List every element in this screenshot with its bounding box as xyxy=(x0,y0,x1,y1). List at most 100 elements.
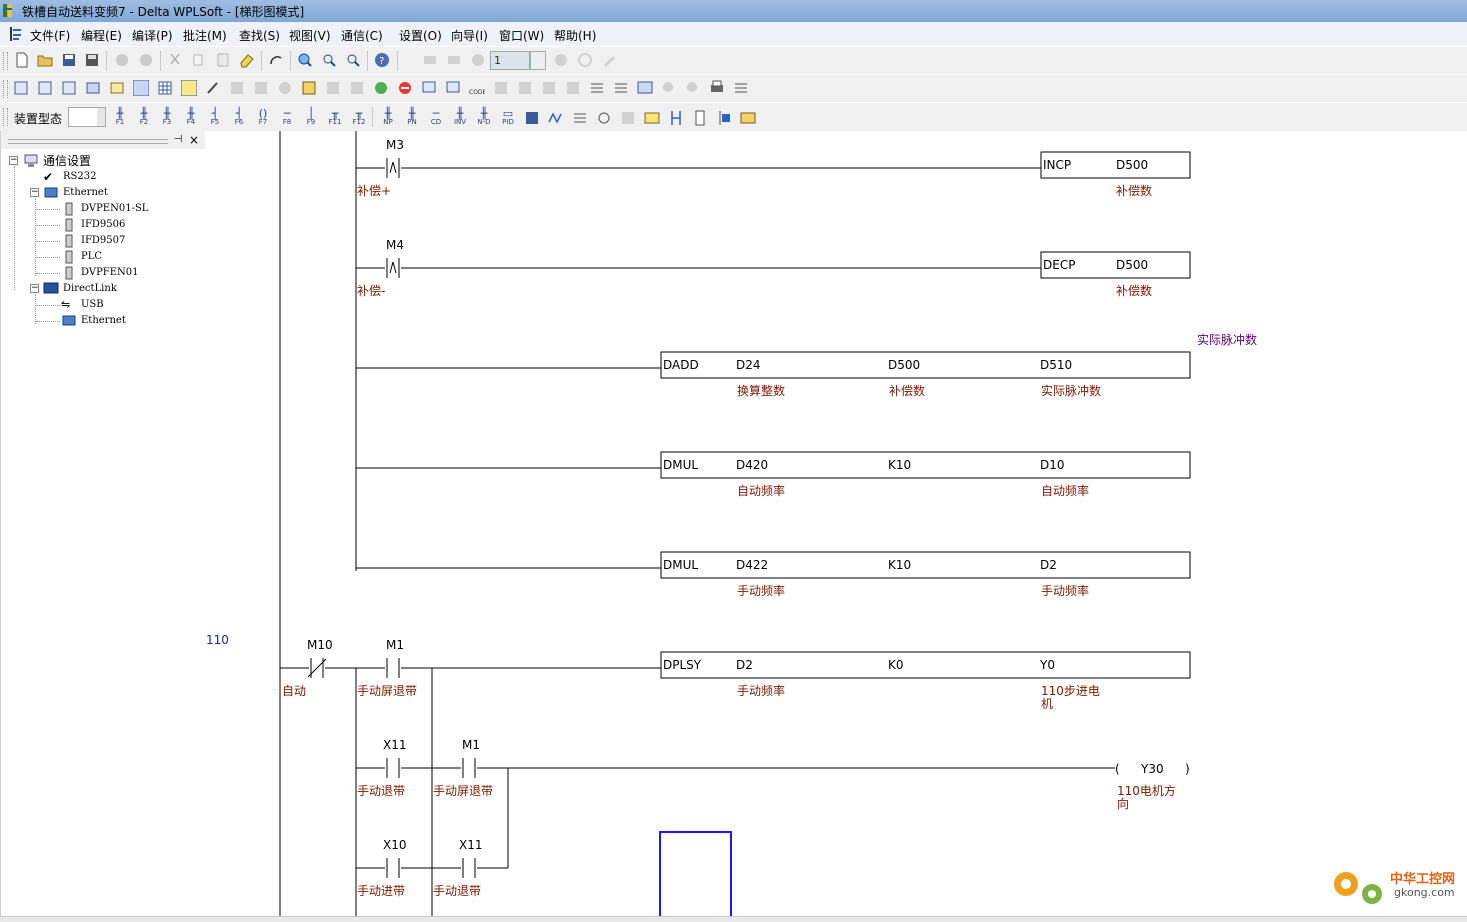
panel-grip[interactable] xyxy=(8,139,168,144)
f5-contact-button[interactable]: ┤F5 xyxy=(205,108,225,127)
refresh-icon[interactable] xyxy=(577,52,593,68)
f9-vline-button[interactable]: │F9 xyxy=(301,108,321,127)
contact-rising-m4[interactable] xyxy=(386,258,400,278)
pn-button[interactable]: ╫PN xyxy=(402,108,422,127)
f3-contact-button[interactable]: ╫F3 xyxy=(157,108,177,127)
f2-contact-button[interactable]: ╫F2 xyxy=(134,108,154,127)
zoom-out-icon[interactable] xyxy=(345,52,361,68)
coil-left-paren[interactable]: ( xyxy=(1115,762,1120,776)
menu-compile[interactable]: 编译(P) xyxy=(132,29,173,43)
toolbar-grip[interactable] xyxy=(3,108,8,126)
menu-file[interactable]: 文件(F) xyxy=(30,29,71,43)
toolbar-grip[interactable] xyxy=(3,80,8,98)
contact-no-x10[interactable] xyxy=(386,858,400,878)
stop-plc-icon[interactable] xyxy=(397,80,413,96)
instruction-box-dmul-2[interactable] xyxy=(660,551,1191,579)
step-spinner[interactable] xyxy=(530,51,546,70)
instruction-mode-icon[interactable] xyxy=(37,80,53,96)
list-icon[interactable] xyxy=(613,80,629,96)
chevron-down-icon[interactable] xyxy=(97,108,105,126)
mail-icon[interactable] xyxy=(644,110,660,126)
tool-icon[interactable] xyxy=(253,80,269,96)
search-icon[interactable] xyxy=(661,80,677,96)
instruction-box-incp[interactable] xyxy=(1040,151,1191,179)
ladder-editor[interactable]: M3 补偿+ M4 补偿- 实际脉冲数 110 M10 自动 M1 手动屏退带 … xyxy=(205,131,1467,916)
step-back-icon[interactable] xyxy=(422,52,438,68)
help-icon[interactable]: ? xyxy=(374,52,390,68)
save-icon[interactable] xyxy=(61,52,77,68)
f8-line-button[interactable]: ─F8 xyxy=(277,108,297,127)
wave-icon[interactable] xyxy=(548,110,564,126)
device-type-select[interactable] xyxy=(68,107,106,127)
tree-collapse-icon[interactable]: − xyxy=(9,155,18,165)
comment-toggle-icon[interactable] xyxy=(133,80,149,96)
wizard-icon[interactable] xyxy=(572,110,588,126)
copy-icon[interactable] xyxy=(191,52,207,68)
monitor-icon[interactable] xyxy=(205,80,221,96)
run-icon[interactable] xyxy=(373,80,389,96)
zoom-in-icon[interactable] xyxy=(321,52,337,68)
toolbar-grip[interactable] xyxy=(3,52,8,70)
f12-button[interactable]: ╥F12 xyxy=(349,108,369,127)
grid-icon[interactable] xyxy=(589,80,605,96)
tool-icon[interactable] xyxy=(517,80,533,96)
edit-cursor[interactable] xyxy=(659,831,732,916)
step-mark-icon[interactable] xyxy=(446,52,462,68)
save-as-icon[interactable] xyxy=(84,52,100,68)
undo-icon[interactable] xyxy=(114,52,130,68)
ladder-window-icon[interactable] xyxy=(9,26,23,42)
tool-icon[interactable] xyxy=(620,110,636,126)
tool-icon[interactable] xyxy=(277,80,293,96)
sfc-mode-icon[interactable] xyxy=(61,80,77,96)
ladder-mode-icon[interactable] xyxy=(13,80,29,96)
f7-coil-button[interactable]: ()F7 xyxy=(253,108,273,127)
step-info-icon[interactable] xyxy=(470,52,486,68)
stop-icon[interactable] xyxy=(553,52,569,68)
coil-device[interactable]: Y30 xyxy=(1141,762,1164,776)
instruction-box-dmul-1[interactable] xyxy=(660,451,1191,479)
cd-button[interactable]: ─CD xyxy=(426,108,446,127)
instruction-box-dplsy[interactable] xyxy=(660,651,1191,679)
pencil-icon[interactable] xyxy=(601,52,617,68)
search-icon[interactable] xyxy=(685,80,701,96)
upload-icon[interactable] xyxy=(421,80,437,96)
device-comment-icon[interactable] xyxy=(181,80,197,96)
download-icon[interactable] xyxy=(445,80,461,96)
insert-icon[interactable] xyxy=(716,110,732,126)
paste-icon[interactable] xyxy=(215,52,231,68)
compile-icon[interactable] xyxy=(85,80,101,96)
menu-edit[interactable]: 编程(E) xyxy=(81,29,122,43)
register-icon[interactable] xyxy=(301,80,317,96)
tool-icon[interactable] xyxy=(493,80,509,96)
tool-icon[interactable] xyxy=(325,80,341,96)
inv-button[interactable]: ╫INV xyxy=(450,108,470,127)
print-icon[interactable] xyxy=(709,80,725,96)
redo-icon[interactable] xyxy=(138,52,154,68)
f11-button[interactable]: ╥F11 xyxy=(325,108,345,127)
contact-no-x11[interactable] xyxy=(386,758,400,778)
menu-search[interactable]: 查找(S) xyxy=(239,29,280,43)
table-icon[interactable] xyxy=(157,80,173,96)
menu-window[interactable]: 窗口(W) xyxy=(499,29,545,43)
contact-no-m1-b[interactable] xyxy=(462,758,476,778)
network-icon[interactable] xyxy=(524,110,540,126)
f6-contact-button[interactable]: ┤F6 xyxy=(229,108,249,127)
f1-contact-button[interactable]: ╫F1 xyxy=(110,108,130,127)
cut-icon[interactable] xyxy=(167,52,183,68)
pid-button[interactable]: ▭PID xyxy=(498,108,518,127)
column-icon[interactable] xyxy=(692,110,708,126)
block-icon[interactable] xyxy=(740,110,756,126)
tree-collapse-icon[interactable]: − xyxy=(30,283,39,293)
menu-comment[interactable]: 批注(M) xyxy=(183,29,227,43)
target-icon[interactable] xyxy=(596,110,612,126)
tool-icon[interactable] xyxy=(541,80,557,96)
step-input[interactable]: 1 xyxy=(490,51,530,70)
options-icon[interactable] xyxy=(733,80,749,96)
screen-icon[interactable] xyxy=(637,80,653,96)
menu-help[interactable]: 帮助(H) xyxy=(554,29,597,43)
f4-contact-button[interactable]: ╫F4 xyxy=(181,108,201,127)
tool-icon[interactable] xyxy=(349,80,365,96)
new-file-icon[interactable] xyxy=(14,52,30,68)
menu-comm[interactable]: 通信(C) xyxy=(341,29,383,43)
tree-collapse-icon[interactable]: − xyxy=(30,187,39,197)
